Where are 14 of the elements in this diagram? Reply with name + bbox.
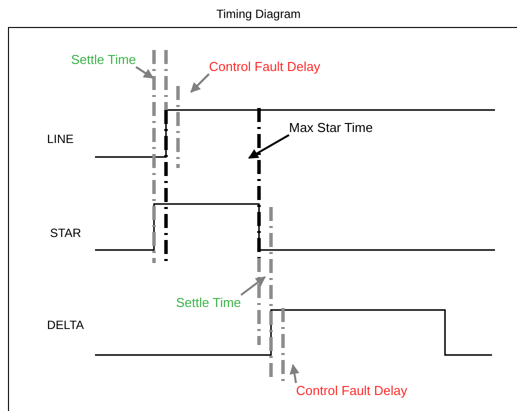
signal-name: DELTA [47, 318, 84, 332]
leader-arrow [290, 364, 300, 384]
annotation-text: Settle Time [71, 52, 136, 67]
annotation-text: Settle Time [176, 295, 242, 310]
leader-arrow [190, 73, 210, 93]
leader-arrow [248, 134, 290, 159]
annotation-text: Control Fault Delay [296, 383, 408, 398]
diagram-title: Timing Diagram [215, 8, 302, 20]
signal-name: STAR [50, 226, 82, 240]
annotation-text: Control Fault Delay [209, 59, 320, 74]
annotation-text: Max Star Time [289, 120, 373, 135]
leader-arrow [240, 276, 266, 296]
leader-arrow [135, 66, 154, 79]
signal-name: LINE [47, 132, 74, 146]
